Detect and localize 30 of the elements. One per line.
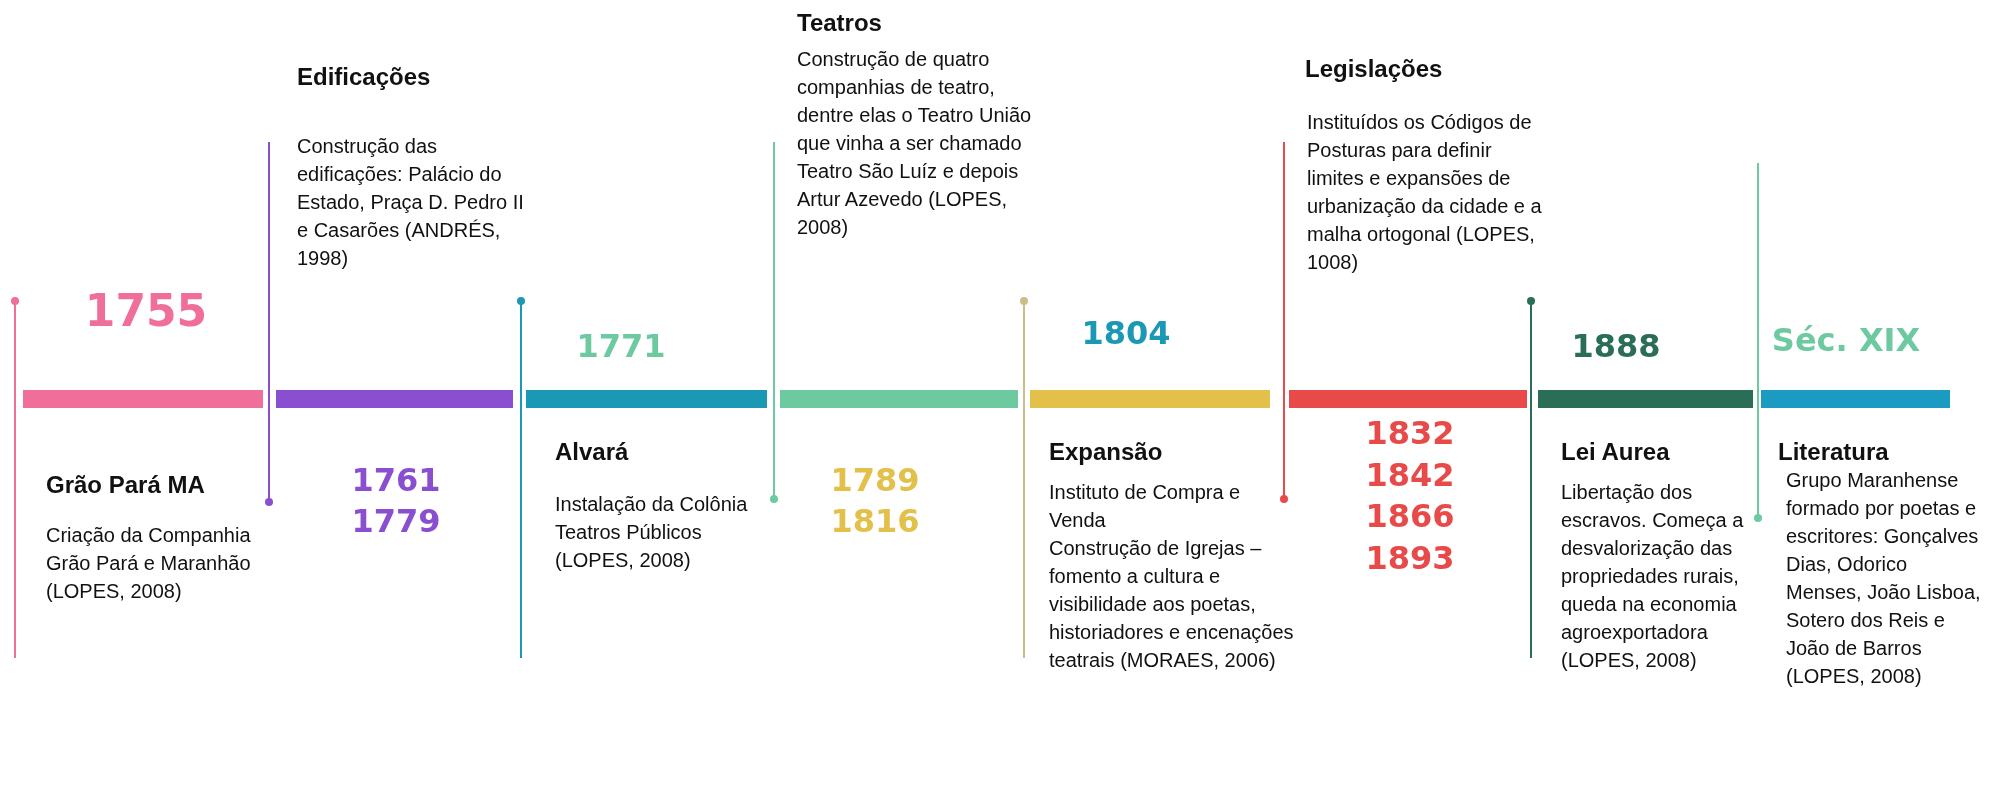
description-text: Libertação dos escravos. Começa a desvalorização das propriedades rurais, queda na economia agroexportadora (LOPES, 2008) xyxy=(1561,480,1745,673)
period-heading: Lei Aurea xyxy=(1561,437,1670,467)
year-label: 1755 xyxy=(83,286,209,336)
period-heading: Grão Pará MA xyxy=(46,470,205,500)
description-text: Instituto de Compra e Venda xyxy=(1049,480,1242,533)
year-label: 1789 xyxy=(829,460,921,500)
description-text: Criação da Companhia Grão Pará e Maranhão (LOPES, 2008) xyxy=(46,523,252,604)
year-label: 1866 xyxy=(1364,496,1456,536)
year-label: 1761 xyxy=(350,460,442,500)
period-heading: Expansão xyxy=(1049,437,1163,467)
year-label: 1842 xyxy=(1364,455,1456,495)
period-heading: Teatros xyxy=(797,8,882,38)
description-text: Construção das edificações: Palácio do Estado, Praça D. Pedro II e Casarões (ANDRÉS, 1998) xyxy=(297,134,525,271)
description-text: Instalação da Colônia Teatros Públicos (LOPES, 2008) xyxy=(555,492,749,573)
period-heading: Alvará xyxy=(555,437,629,467)
year-label: Séc. XIX xyxy=(1770,320,1922,360)
year-label: 1771 xyxy=(575,326,667,366)
period-heading: Legislações xyxy=(1305,54,1443,84)
year-label: 1816 xyxy=(829,501,921,541)
period-heading: Edificações xyxy=(297,62,431,92)
description-text: Construção de quatro companhias de teatro, dentre elas o Teatro União que vinha a ser chamado Teatro São Luíz e depois Artur Azevedo (LOPES, 2008) xyxy=(797,47,1032,240)
description-text: Construção de Igrejas – fomento a cultura e visibilidade aos poetas, historiadores e encenações teatrais (MORAES, 2006) xyxy=(1049,536,1294,673)
year-label: 1893 xyxy=(1364,538,1456,578)
year-label: 1804 xyxy=(1080,313,1172,353)
year-label: 1779 xyxy=(350,501,442,541)
year-label: 1888 xyxy=(1570,326,1662,366)
year-label: 1832 xyxy=(1364,413,1456,453)
description-text: Grupo Maranhense formado por poetas e escritores: Gonçalves Dias, Odorico Menses, João Lisboa, Sotero dos Reis e João de Barros (LOPES, 2008) xyxy=(1786,468,1982,689)
period-heading: Literatura xyxy=(1778,437,1889,467)
description-text: Instituídos os Códigos de Posturas para definir limites e expansões de urbanização da cidade e a malha ortogonal (LOPES, 1008) xyxy=(1307,110,1542,275)
